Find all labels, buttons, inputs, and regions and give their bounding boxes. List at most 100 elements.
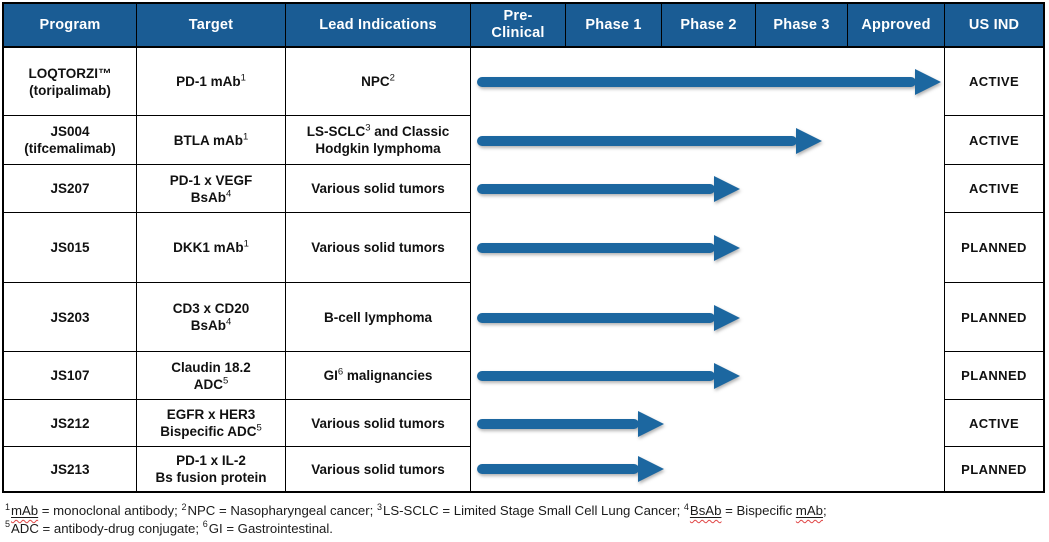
program-cell: JS203	[4, 283, 137, 352]
indication-label: GI6 malignancies	[323, 366, 433, 383]
program-cell: LOQTORZI™(toripalimab)	[4, 48, 137, 116]
us-ind-status: PLANNED	[961, 368, 1027, 383]
target-label: BTLA mAb1	[173, 131, 249, 148]
superscript-footnote-ref: 1	[242, 131, 249, 142]
header-cell-lead-indications: Lead Indications	[286, 4, 471, 48]
phase-arrow-phase-3	[477, 135, 797, 146]
header-cell-phase-2: Phase 2	[662, 4, 756, 48]
us-ind-status: PLANNED	[961, 240, 1027, 255]
phase-arrow-phase-2	[477, 184, 715, 194]
phase-arrow-phase-2	[477, 371, 715, 381]
header-cell-target: Target	[137, 4, 286, 48]
us-ind-cell: ACTIVE	[945, 48, 1043, 116]
superscript-footnote-ref: 6	[337, 366, 344, 378]
footnotes: 1mAb = monoclonal antibody; 2NPC = Nasop…	[5, 502, 1045, 537]
superscript-footnote-ref: 3	[365, 122, 371, 134]
us-ind-cell: PLANNED	[945, 447, 1043, 491]
phase-arrow-approved	[477, 77, 916, 87]
us-ind-status: ACTIVE	[968, 74, 1020, 89]
header-cell-pre-clinical: Pre-Clinical	[471, 4, 566, 48]
program-cell: JS212	[4, 400, 137, 447]
indication-cell: Various solid tumors	[286, 447, 471, 491]
program-cell: JS213	[4, 447, 137, 491]
target-cell: PD-1 mAb1	[137, 48, 286, 116]
program-label: JS015	[50, 240, 90, 255]
superscript-footnote-ref: 1	[240, 72, 246, 84]
superscript-footnote-ref: 5	[256, 422, 262, 434]
superscript-footnote-ref: 3	[376, 501, 382, 512]
marked-term: mAb	[11, 503, 39, 518]
program-label: JS107	[50, 368, 90, 383]
us-ind-cell: PLANNED	[945, 213, 1043, 283]
indication-label: Various solid tumors	[311, 181, 445, 196]
program-label: JS212	[50, 415, 90, 431]
us-ind-cell: PLANNED	[945, 352, 1043, 400]
superscript-footnote-ref: 4	[683, 501, 689, 512]
program-cell: JS015	[4, 213, 137, 283]
indication-cell: GI6 malignancies	[286, 352, 471, 400]
indication-label: B-cell lymphoma	[323, 309, 433, 325]
header-cell-phase-1: Phase 1	[566, 4, 662, 48]
phase-arrow-phase-1	[477, 464, 639, 474]
us-ind-cell: ACTIVE	[945, 116, 1043, 165]
target-cell: DKK1 mAb1	[137, 213, 286, 283]
target-label: PD-1 mAb1	[176, 72, 246, 89]
indication-cell: Various solid tumors	[286, 400, 471, 447]
superscript-footnote-ref: 2	[389, 72, 395, 84]
superscript-footnote-ref: 2	[181, 501, 187, 512]
superscript-footnote-ref: 1	[5, 501, 11, 512]
phase-arrow-phase-2	[477, 312, 715, 323]
us-ind-status: ACTIVE	[968, 181, 1020, 196]
us-ind-cell: ACTIVE	[945, 165, 1043, 213]
us-ind-status: ACTIVE	[968, 132, 1020, 148]
header-cell-us-ind: US IND	[945, 4, 1043, 48]
superscript-footnote-ref: 6	[202, 519, 208, 530]
footnote-line: 1mAb = monoclonal antibody; 2NPC = Nasop…	[5, 501, 827, 518]
indication-cell: LS-SCLC3 and Classic Hodgkin lymphoma	[286, 116, 471, 165]
program-cell: JS207	[4, 165, 137, 213]
indication-cell: Various solid tumors	[286, 213, 471, 283]
superscript-footnote-ref: 4	[225, 188, 232, 199]
program-cell: JS004(tifcemalimab)	[4, 116, 137, 165]
phase-arrow-phase-2	[477, 243, 715, 253]
marked-term: mAb	[795, 503, 823, 518]
target-cell: BTLA mAb1	[137, 116, 286, 165]
superscript-footnote-ref: 5	[222, 375, 229, 386]
phase-progress-area	[471, 48, 945, 491]
superscript-footnote-ref: 4	[225, 316, 232, 328]
us-ind-status: PLANNED	[961, 461, 1027, 477]
header-cell-program: Program	[4, 4, 137, 48]
program-label: JS213	[50, 461, 90, 477]
superscript-footnote-ref: 1	[243, 238, 249, 250]
indication-label: LS-SCLC3 and Classic Hodgkin lymphoma	[306, 122, 450, 156]
us-ind-cell: PLANNED	[945, 283, 1043, 352]
us-ind-status: PLANNED	[961, 309, 1027, 325]
header-cell-approved: Approved	[848, 4, 945, 48]
footnote-line: 5ADC = antibody-drug conjugate; 6GI = Ga…	[5, 519, 333, 536]
program-label: JS207	[50, 181, 90, 196]
indication-label: NPC2	[361, 72, 395, 89]
us-ind-cell: ACTIVE	[945, 400, 1043, 447]
indication-label: Various solid tumors	[311, 240, 445, 255]
indication-cell: B-cell lymphoma	[286, 283, 471, 352]
program-label: JS004(tifcemalimab)	[24, 124, 116, 156]
marked-term: BsAb	[689, 503, 722, 518]
indication-label: Various solid tumors	[311, 461, 445, 477]
program-label: LOQTORZI™(toripalimab)	[28, 65, 112, 98]
superscript-footnote-ref: 5	[5, 519, 11, 530]
us-ind-status: ACTIVE	[968, 415, 1020, 431]
header-cell-phase-3: Phase 3	[756, 4, 848, 48]
indication-cell: Various solid tumors	[286, 165, 471, 213]
program-cell: JS107	[4, 352, 137, 400]
